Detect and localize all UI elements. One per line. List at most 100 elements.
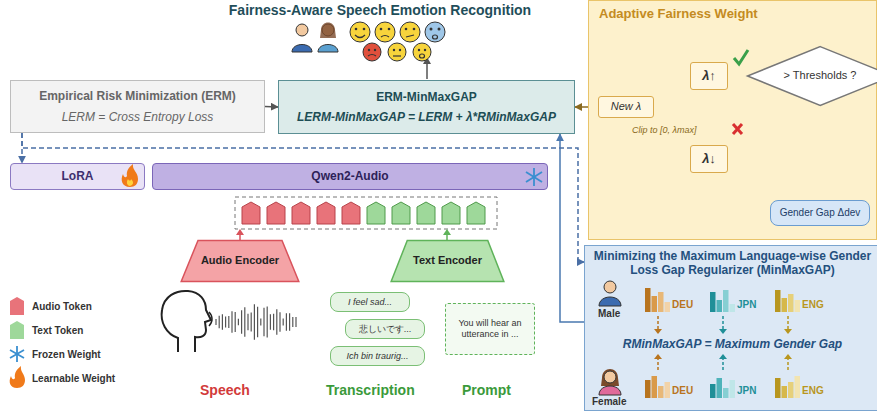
legend-snowflake xyxy=(10,346,24,362)
speech-waveform xyxy=(235,312,236,332)
process-box: ERM-MinMaxGAPLERM-MinMaxGAP = LERM + λ*R… xyxy=(278,80,575,134)
loss-bars xyxy=(788,294,794,312)
loss-bars xyxy=(722,359,724,370)
process-box: LoRA xyxy=(10,163,145,190)
emotion-faces xyxy=(399,49,401,51)
output-arrow xyxy=(423,57,431,64)
speech-waveform xyxy=(270,314,271,330)
speech-waveform xyxy=(251,313,252,332)
token-row xyxy=(235,197,497,229)
speaker-head xyxy=(209,312,212,326)
label-text: Male xyxy=(598,308,620,320)
loss-bars xyxy=(665,382,671,398)
legend-flame xyxy=(10,366,25,388)
loss-bars xyxy=(657,316,659,329)
loss-bars xyxy=(710,292,716,312)
check-mark xyxy=(734,50,748,64)
node-heading: λ↑ xyxy=(702,68,716,84)
emotion-faces xyxy=(405,28,408,31)
loss-bars xyxy=(723,388,729,398)
loss-bars xyxy=(645,288,651,312)
emotion-faces xyxy=(420,54,425,58)
speech-waveform xyxy=(263,308,264,337)
speaker-head xyxy=(162,291,211,352)
token-set xyxy=(292,202,310,224)
emotion-faces xyxy=(388,28,391,31)
emotion-faces xyxy=(368,49,370,51)
emotion-faces xyxy=(393,49,395,51)
emotion-faces xyxy=(355,35,365,38)
emotion-faces xyxy=(425,22,445,42)
people-icons xyxy=(292,45,312,53)
legend-item: Learnable Weight xyxy=(10,368,115,388)
label-text: Clip to [0, λmax] xyxy=(632,125,696,136)
flame-icon xyxy=(122,164,138,187)
loss-bars xyxy=(784,354,792,359)
encoder-arrows xyxy=(236,229,244,235)
process-box: You will hear an utterance in ... xyxy=(445,303,535,355)
node-heading: 悲しいです... xyxy=(359,324,412,335)
process-box: Ich bin traurig... xyxy=(330,346,425,366)
loss-bars xyxy=(710,384,716,398)
legend-item: Text Token xyxy=(10,320,83,340)
loss-bars xyxy=(730,304,736,312)
process-box: New λ xyxy=(598,96,654,118)
loss-bars xyxy=(787,316,789,329)
connector-arrow xyxy=(560,134,584,322)
token-set xyxy=(442,202,460,224)
output-arrow xyxy=(423,57,431,79)
encoder-block: Audio Encoder xyxy=(180,240,300,282)
legend-item: Frozen Weight xyxy=(10,344,101,364)
emotion-faces xyxy=(438,28,441,31)
legend-swatch xyxy=(10,321,24,339)
speech-waveform xyxy=(231,311,232,333)
label-text: JPN xyxy=(737,299,756,311)
loss-bars xyxy=(654,329,662,334)
people-icons xyxy=(322,24,334,36)
loss-bars xyxy=(654,354,662,359)
speech-waveform xyxy=(228,316,229,328)
people-icons xyxy=(296,24,308,36)
process-box: 悲しいです... xyxy=(345,319,425,339)
legend-item: Audio Token xyxy=(10,296,92,316)
process-box: Gender Gap Δdev xyxy=(770,200,870,226)
connector-arrow xyxy=(265,106,278,108)
token-set xyxy=(342,202,360,224)
snowflake-icon xyxy=(526,172,542,182)
emotion-faces xyxy=(381,36,389,38)
snowflake-icon xyxy=(533,168,535,186)
loss-bars xyxy=(795,376,801,398)
process-box: I feel sad... xyxy=(330,292,410,312)
loss-bars xyxy=(795,300,801,312)
token-set xyxy=(417,202,435,224)
female-person xyxy=(599,369,621,395)
token-row xyxy=(235,197,497,229)
node-heading: Gender Gap Δdev xyxy=(780,207,861,219)
node-heading: Ich bin traurig... xyxy=(346,351,408,362)
emotion-faces xyxy=(350,22,445,61)
female-person xyxy=(601,369,619,386)
speech-waveform xyxy=(244,307,245,336)
decision-diamond: > Thresholds ? xyxy=(746,46,877,106)
loss-bars xyxy=(722,316,724,329)
speech-waveform xyxy=(260,318,261,325)
loss-bars xyxy=(784,329,792,334)
speech-waveform xyxy=(295,317,296,327)
label-text: JPN xyxy=(737,385,756,397)
label-text: Female xyxy=(592,396,626,408)
token-set xyxy=(467,202,485,224)
loss-bars xyxy=(782,298,788,312)
token-set xyxy=(317,202,335,224)
legend-text: Learnable Weight xyxy=(32,373,115,384)
legend-icon-slot xyxy=(10,369,24,387)
node-heading: Audio Encoder xyxy=(201,254,279,267)
token-set xyxy=(367,202,385,224)
legend-text: Audio Token xyxy=(32,301,92,312)
speech-waveform xyxy=(279,312,280,332)
loss-bars xyxy=(665,302,671,312)
emotion-faces xyxy=(375,22,395,42)
legend-text: Frozen Weight xyxy=(32,349,101,360)
speech-waveform xyxy=(238,319,239,325)
loss-bars xyxy=(775,290,781,312)
speech-waveform xyxy=(267,306,268,337)
